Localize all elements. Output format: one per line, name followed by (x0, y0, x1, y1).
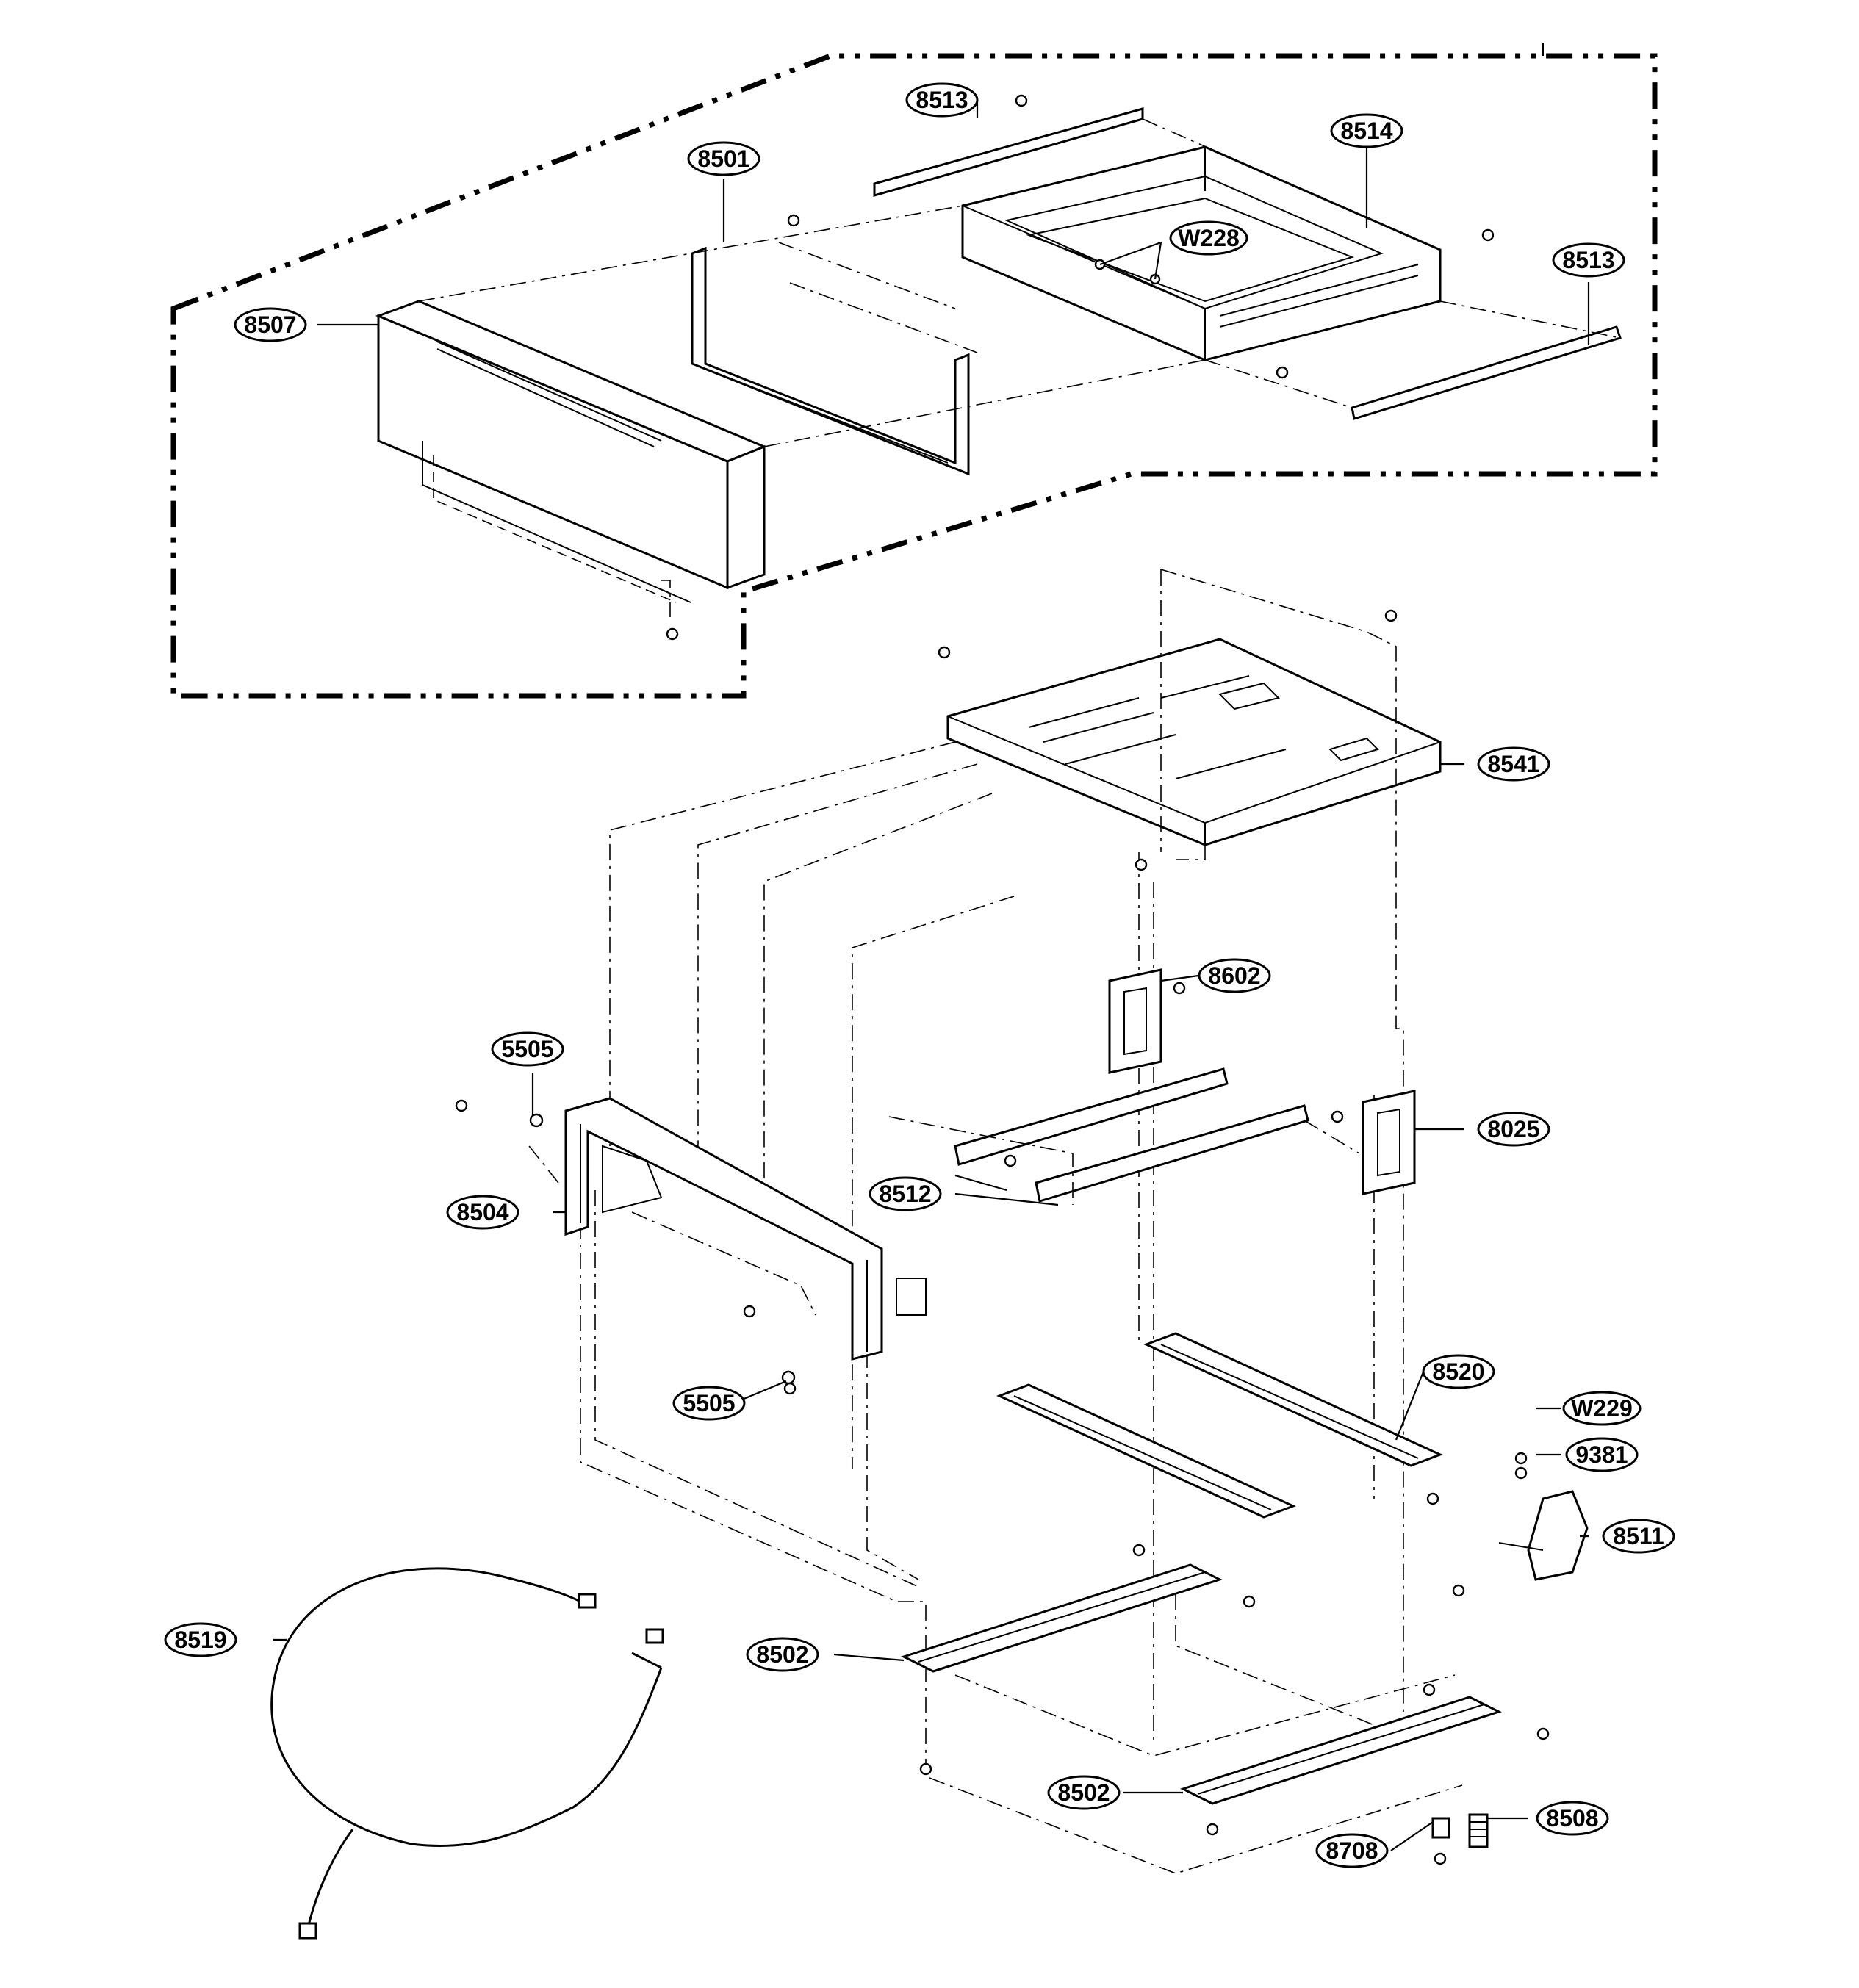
bottom-slide-8502-front (901, 1563, 1223, 1673)
callout-label: 8520 (1432, 1358, 1484, 1385)
callout-8708: 8708 (1315, 1833, 1389, 1868)
screws (455, 94, 1550, 1865)
callout-label: 8504 (456, 1199, 508, 1225)
callout-8514: 8514 (1330, 113, 1403, 148)
callout-8513-right: 8513 (1552, 242, 1625, 278)
callout-8541: 8541 (1477, 746, 1550, 782)
corner-bracket-8511 (1498, 1490, 1589, 1581)
bracket-8602 (1108, 968, 1162, 1074)
callout-label: 8502 (756, 1641, 808, 1668)
bracket-8025 (1362, 1090, 1416, 1195)
callout-label: 9381 (1575, 1441, 1628, 1468)
callout-label: W229 (1571, 1395, 1633, 1422)
rails-8512 (888, 1067, 1360, 1205)
callout-label: 8511 (1613, 1523, 1664, 1549)
drawer-front-8507 (375, 300, 767, 603)
callout-8519: 8519 (164, 1622, 237, 1657)
callout-W229: W229 (1562, 1391, 1642, 1426)
callout-label: 8025 (1487, 1116, 1539, 1142)
callout-label: 8513 (916, 87, 968, 113)
callout-8025: 8025 (1477, 1112, 1550, 1147)
spacer-8708 (1431, 1817, 1450, 1839)
trim-strips-8520 (996, 1332, 1443, 1519)
callout-9381: 9381 (1565, 1437, 1639, 1472)
callout-8501: 8501 (687, 141, 760, 176)
callout-label: 8512 (879, 1181, 931, 1207)
callout-5505-lower: 5505 (672, 1386, 746, 1421)
callout-leaders (273, 100, 1590, 1851)
callout-label: 5505 (501, 1036, 553, 1062)
callout-8507: 8507 (234, 307, 307, 342)
front-frame-8504 (528, 1097, 927, 1361)
callout-label: 8541 (1487, 751, 1539, 777)
callout-8512: 8512 (869, 1176, 942, 1211)
drawer-frame-8501 (691, 246, 970, 476)
callout-label: W228 (1178, 225, 1240, 251)
callout-label: 8519 (174, 1627, 226, 1653)
callout-8520: 8520 (1422, 1354, 1495, 1389)
callout-8602: 8602 (1198, 958, 1271, 993)
top-tray-8541 (946, 638, 1442, 846)
callout-label: 8508 (1546, 1805, 1598, 1832)
callout-W228: W228 (1169, 220, 1248, 256)
callout-label: 8507 (244, 311, 296, 338)
callout-8508: 8508 (1536, 1801, 1609, 1836)
callout-label: 8708 (1326, 1837, 1378, 1864)
callout-label: 8501 (697, 145, 749, 172)
callout-8502-front: 8502 (746, 1637, 819, 1672)
callout-8504: 8504 (446, 1195, 519, 1230)
slide-rail-8513-right (1351, 325, 1622, 420)
callout-5505-upper: 5505 (491, 1031, 564, 1067)
callout-label: 5505 (683, 1390, 735, 1416)
callout-label: 8502 (1057, 1779, 1110, 1806)
wire-harness-8519 (270, 1567, 664, 1940)
callout-8502-rear: 8502 (1047, 1775, 1121, 1810)
callout-8513-top: 8513 (905, 82, 979, 118)
callout-label: 8514 (1340, 118, 1392, 144)
bottom-slide-8502-rear (1180, 1696, 1502, 1805)
leveling-foot-8508 (1468, 1813, 1489, 1848)
drawer-projection-lines (418, 118, 1621, 617)
callout-label: 8513 (1562, 247, 1614, 273)
callout-8511: 8511 (1602, 1519, 1675, 1554)
callout-label: 8602 (1208, 962, 1260, 989)
